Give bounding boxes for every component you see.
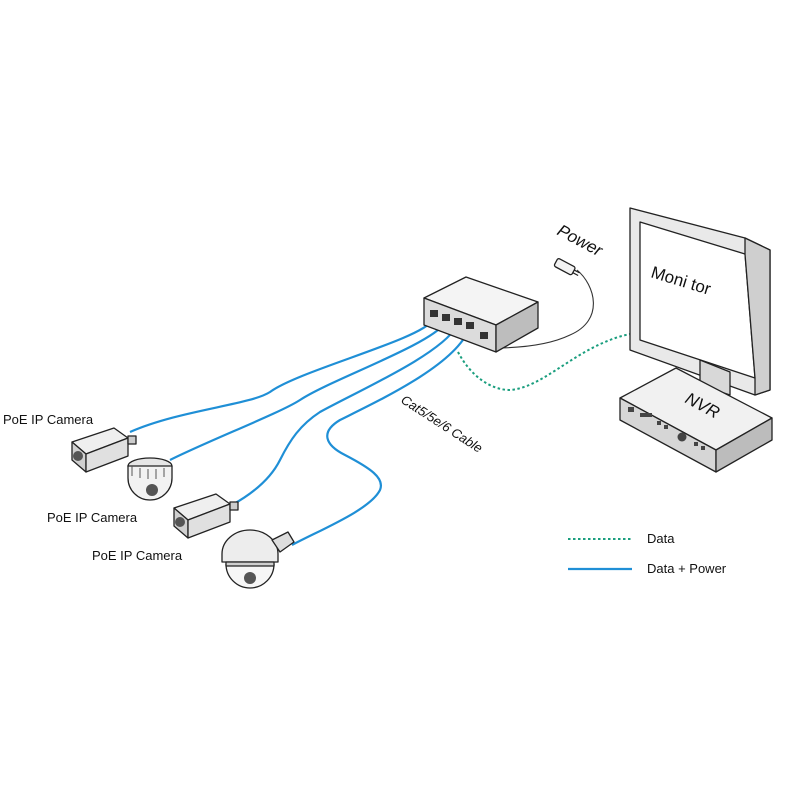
poe-switch-icon [423, 276, 539, 353]
bullet-camera-icon [71, 427, 137, 473]
cable-camera-3 [231, 325, 458, 506]
bullet-camera-icon [173, 493, 239, 539]
switch-ports [430, 310, 488, 339]
camera-3-label: PoE IP Camera [92, 548, 183, 563]
switch-port [480, 332, 488, 339]
legend: Data Data + Power [568, 531, 727, 576]
cable-label: Cat5/5e/6 Cable [398, 392, 485, 456]
camera-2-label: PoE IP Camera [47, 510, 138, 525]
data-power-cables [129, 319, 471, 546]
monitor-icon [629, 207, 771, 396]
power-label: Power [554, 221, 607, 261]
speed-dome-camera-icon [221, 529, 295, 589]
switch-port [430, 310, 438, 317]
power-adapter-icon [553, 258, 580, 277]
camera-1-label: PoE IP Camera [3, 412, 94, 427]
dome-camera-icon [127, 457, 173, 501]
switch-port [442, 314, 450, 321]
cable-camera-1 [129, 319, 434, 434]
nvr-front-buttons [628, 407, 705, 450]
power-cord [492, 269, 594, 349]
legend-data-label: Data [647, 531, 675, 546]
switch-port [466, 322, 474, 329]
cable-camera-4 [291, 328, 471, 546]
cable-camera-2 [169, 322, 446, 461]
switch-port [454, 318, 462, 325]
nvr-icon [619, 367, 773, 473]
legend-data-power-label: Data + Power [647, 561, 727, 576]
